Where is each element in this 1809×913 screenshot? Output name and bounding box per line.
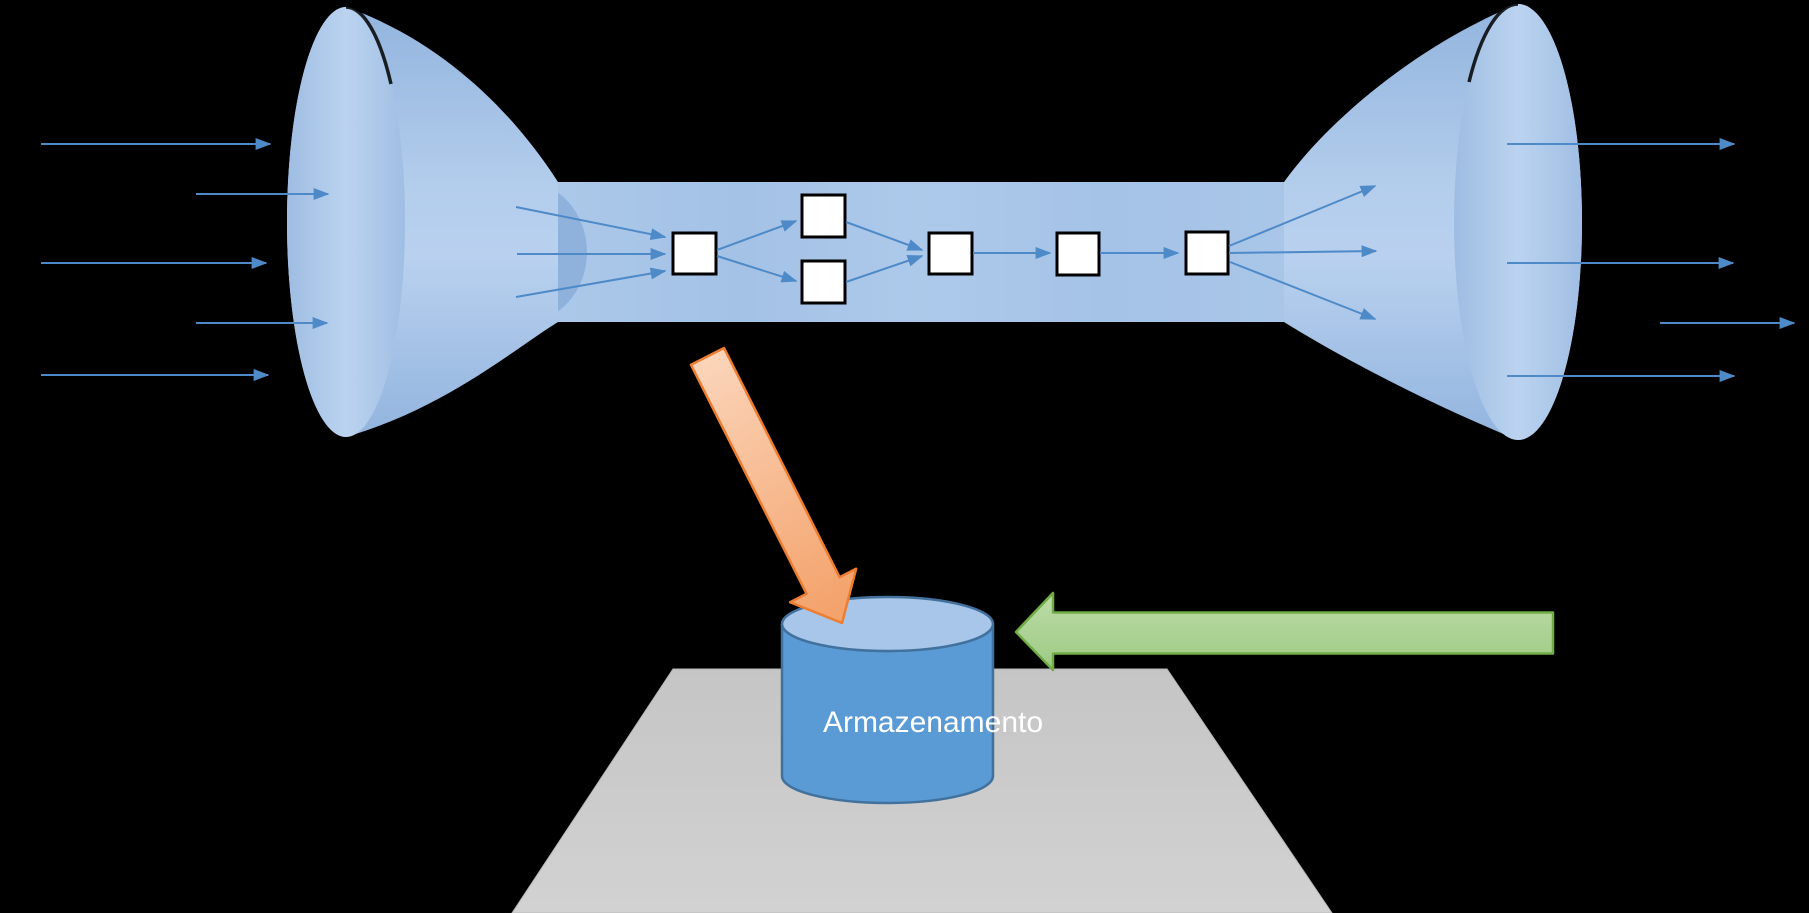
diverge-arrow-1 bbox=[1228, 185, 1377, 247]
process-node-3 bbox=[800, 259, 847, 305]
converge-arrow-1 bbox=[515, 206, 667, 241]
storage-label: Armazenamento bbox=[823, 706, 1043, 739]
orange-arrow bbox=[689, 346, 858, 625]
converge-arrows bbox=[515, 206, 667, 298]
left-funnel bbox=[287, 5, 558, 437]
diverge-arrow-2 bbox=[1228, 245, 1378, 258]
process-node-2 bbox=[800, 193, 847, 239]
process-node-6 bbox=[1184, 230, 1230, 276]
flow-arrow-2-4 bbox=[845, 221, 924, 251]
flow-arrow-1-2 bbox=[716, 220, 798, 251]
right-funnel-opening bbox=[1454, 4, 1582, 440]
process-node-4 bbox=[927, 231, 974, 276]
output-arrows bbox=[1507, 138, 1796, 382]
converge-arrow-3 bbox=[515, 267, 667, 298]
diverge-arrows bbox=[1228, 185, 1378, 320]
green-arrow bbox=[1014, 591, 1555, 672]
process-node-5 bbox=[1055, 231, 1101, 277]
right-funnel bbox=[1284, 2, 1582, 440]
flow-arrow-3-4 bbox=[845, 254, 924, 283]
storage-cylinder bbox=[780, 595, 995, 805]
flow-arrows bbox=[716, 220, 1180, 283]
input-arrows bbox=[41, 138, 330, 381]
right-funnel-lip bbox=[1467, 2, 1519, 83]
flow-arrow-1-3 bbox=[716, 255, 798, 283]
process-node-1 bbox=[671, 231, 718, 276]
left-funnel-lip bbox=[345, 5, 393, 85]
process-nodes bbox=[671, 193, 1230, 305]
left-funnel-opening bbox=[287, 7, 405, 437]
diverge-arrow-3 bbox=[1229, 261, 1377, 320]
